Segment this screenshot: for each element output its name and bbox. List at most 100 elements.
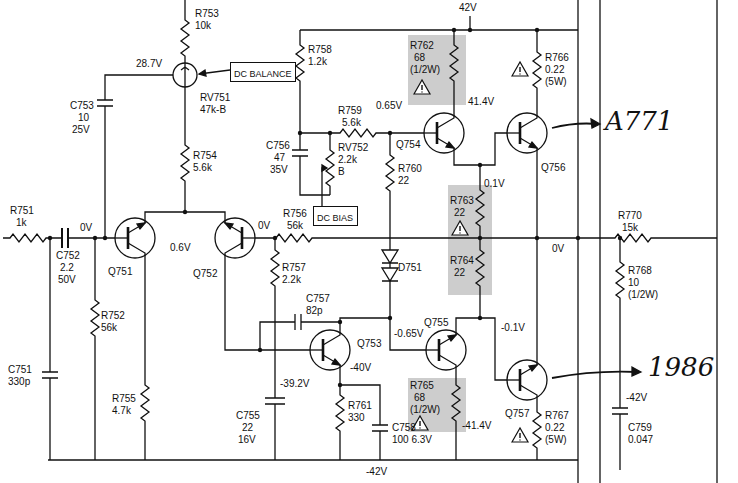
component-label: R753 [195,8,219,20]
resistor-symbol [336,375,344,460]
component-label: 10k [195,20,211,32]
wire [68,237,115,238]
resistor-symbol [612,238,628,470]
resistor-symbol [181,0,189,63]
handwritten-note: A771 [605,106,673,136]
component-label: -42V [366,466,387,478]
resistor-symbol [454,133,507,238]
component-label: C751 [8,364,32,376]
component-label: 68 [414,392,425,404]
component-label: 25V [72,124,90,136]
resistor-symbol [3,234,62,242]
wire [225,263,310,350]
component-label: (5W) [545,76,567,88]
capacitor-symbol [97,75,173,238]
component-label: 47k-B [200,104,226,116]
component-label: 4.7k [112,405,131,417]
warning-symbol [512,62,528,76]
component-label: 41.4V [468,96,494,108]
component-label: R763 [450,195,474,207]
component-label: R761 [348,400,372,412]
component-label: 22 [242,422,253,434]
component-label: R752 [101,310,125,322]
resistor-symbol [533,30,541,108]
capacitor-symbol [42,238,58,460]
adjustment-box: DC BALANCE [230,62,296,82]
component-label: -39.2V [280,378,309,390]
component-label: Q753 [357,338,381,350]
component-label: (1/2W) [410,64,440,76]
component-label: 22 [454,207,465,219]
component-label: 1k [16,217,27,229]
component-label: R765 [410,380,434,392]
shaded-area [408,35,466,105]
component-label: 2.2k [282,274,301,286]
component-label: Q755 [424,317,448,329]
component-label: 56k [101,322,117,334]
component-label: (5W) [545,434,567,446]
component-label: R766 [545,52,569,64]
component-label: 0V [552,243,564,255]
box-label: DC BIAS [317,213,353,223]
warning-symbol [414,80,430,94]
component-label: R759 [338,105,362,117]
resistor-symbol [296,30,424,137]
component-label: 330p [8,376,30,388]
resistor-symbol [450,30,458,108]
component-label: Q752 [193,268,217,280]
supply-rail [48,459,578,460]
capacitor-symbol [340,385,388,460]
transistor-symbol [507,108,547,158]
component-label: R758 [308,44,332,56]
component-label: 100 6.3V [392,434,432,446]
wire [340,318,390,325]
component-label: R755 [112,393,136,405]
component-label: 28.7V [136,58,162,70]
component-label: 2.2k [338,154,357,166]
box-label: DC BALANCE [234,69,292,79]
potentiometer-symbol [173,63,197,87]
component-label: R770 [618,210,642,222]
resistor-symbol [452,375,460,460]
warning-symbol [512,428,528,442]
resistor-symbol [255,234,717,242]
resistor-symbol [533,405,541,460]
component-label: (1/2W) [410,404,440,416]
component-label: 5.6k [193,162,212,174]
component-label: Q757 [505,408,529,420]
diode-symbol [382,250,398,281]
handwritten-arrow [552,372,638,378]
component-label: 0.047 [628,434,653,446]
leader-line [322,168,326,206]
component-label: 0V [80,222,92,234]
component-label: Q754 [396,139,420,151]
component-label: B [338,166,345,178]
component-label: 0.65V [376,100,402,112]
component-label: 15k [622,222,638,234]
transistor-symbol [215,213,255,263]
component-label: R762 [410,40,434,52]
component-label: 0.6V [170,242,191,254]
component-label: R768 [628,265,652,277]
resistor-symbol [181,87,189,212]
frame-line [716,0,717,483]
wire [390,281,426,350]
component-label: 330 [348,412,365,424]
component-label: R757 [282,262,306,274]
potentiometer-symbol [181,63,189,87]
transistor-symbol [507,355,547,405]
resistor-symbol [141,263,149,460]
component-label: 2.2 [60,262,74,274]
component-label: -40V [350,362,371,374]
component-label: -42V [626,392,647,404]
component-label: 47 [274,152,285,164]
adjustment-box: DC BIAS [313,206,358,226]
component-label: 0V [258,220,270,232]
component-label: 10 [628,277,639,289]
component-label: 16V [238,434,256,446]
component-label: 35V [270,164,288,176]
transistor-symbol [426,325,466,375]
shaded-area [448,185,492,295]
arrowhead [322,165,327,171]
bus-line [577,0,578,483]
